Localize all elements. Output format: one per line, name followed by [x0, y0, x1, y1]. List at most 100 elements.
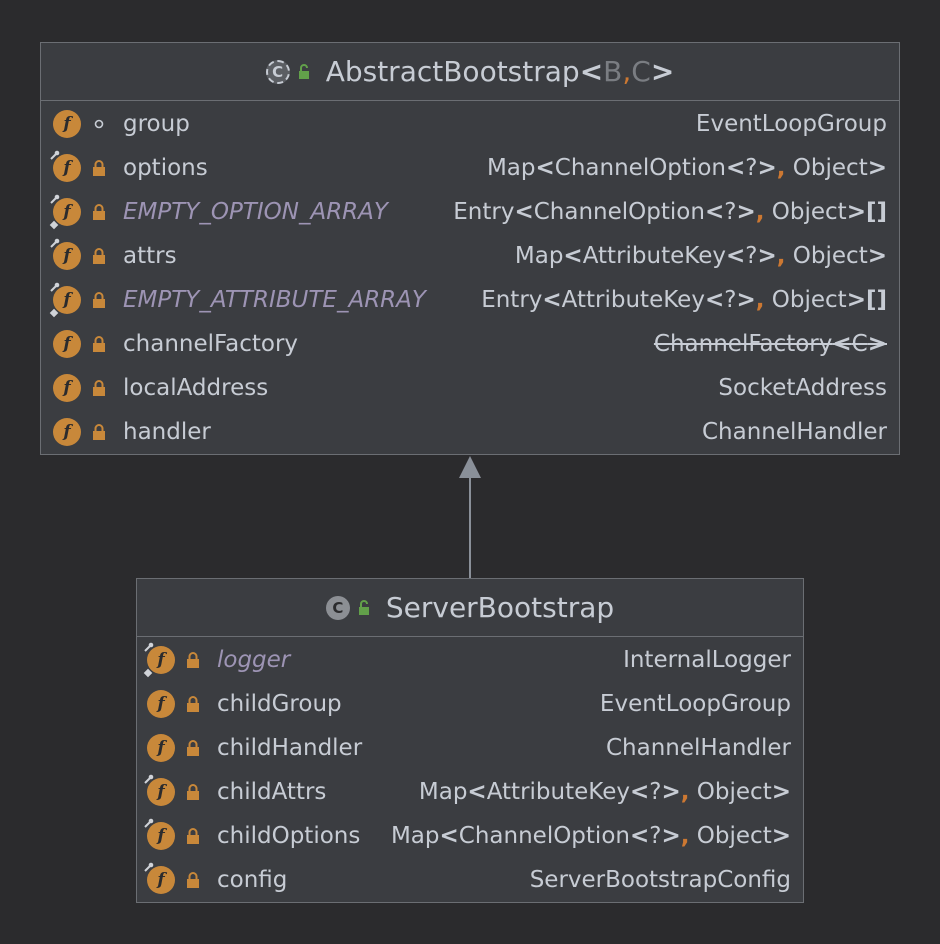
field-row[interactable]: f EMPTY_OPTION_ARRAY Entry<ChannelOption<?… [41, 190, 899, 234]
private-lock-icon [187, 696, 199, 712]
final-pin-icon [144, 642, 154, 652]
private-lock-icon-wrap [89, 290, 109, 310]
server-bootstrap-fields: f logger InternalLogger f childGroup EventLoo… [137, 638, 803, 902]
field-name: childAttrs [217, 779, 327, 805]
private-lock-icon-wrap [183, 782, 203, 802]
public-unlock-icon [358, 599, 369, 615]
field-icon: f [147, 734, 175, 762]
final-pin-icon [144, 818, 154, 828]
field-icon: f [144, 862, 175, 894]
field-row[interactable]: f attrs Map<AttributeKey<?>, Object> [41, 234, 899, 278]
field-icon: f [143, 642, 175, 678]
field-type: ChannelHandler [702, 419, 887, 445]
field-type: InternalLogger [623, 647, 791, 673]
field-icon: f [53, 374, 81, 402]
final-pin-icon [50, 194, 60, 204]
final-pin-icon [144, 774, 154, 784]
field-type: Map<AttributeKey<?>, Object> [418, 779, 791, 805]
field-type: ChannelFactory<C> [653, 331, 887, 357]
field-row[interactable]: f childOptions Map<ChannelOption<?>, Objec… [137, 814, 803, 858]
field-name: group [123, 111, 190, 137]
field-row[interactable]: f channelFactory ChannelFactory<C> [41, 322, 899, 366]
private-lock-icon [93, 380, 105, 396]
field-type: Entry<AttributeKey<?>, Object>[] [481, 287, 887, 313]
private-lock-icon [187, 652, 199, 668]
server-bootstrap-header: C ServerBootstrap [137, 579, 803, 637]
private-lock-icon-wrap [183, 738, 203, 758]
field-icon: f [144, 818, 175, 850]
private-lock-icon [93, 292, 105, 308]
field-row[interactable]: f childGroup EventLoopGroup [137, 682, 803, 726]
field-type: SocketAddress [718, 375, 887, 401]
abstract-class-header: C AbstractBootstrap<B, C> [41, 43, 899, 101]
final-pin-icon [50, 238, 60, 248]
field-type: EventLoopGroup [695, 111, 887, 137]
field-name: config [217, 867, 288, 893]
public-unlock-icon [298, 63, 309, 79]
field-type: Map<AttributeKey<?>, Object> [514, 243, 887, 269]
private-lock-icon-wrap [183, 650, 203, 670]
private-lock-icon-wrap [183, 870, 203, 890]
private-lock-icon-wrap [89, 422, 109, 442]
server-bootstrap-class-name: ServerBootstrap [385, 591, 615, 624]
field-icon: f [147, 690, 175, 718]
field-row[interactable]: f config ServerBootstrapConfig [137, 858, 803, 902]
field-type: EventLoopGroup [599, 691, 791, 717]
private-lock-icon-wrap [89, 158, 109, 178]
field-row[interactable]: f childHandler ChannelHandler [137, 726, 803, 770]
package-private-icon [94, 119, 104, 129]
static-diamond-icon [49, 308, 59, 318]
abstract-class-box[interactable]: C AbstractBootstrap<B, C> f group EventLoo… [40, 42, 900, 455]
field-type: Entry<ChannelOption<?>, Object>[] [453, 199, 887, 225]
type-param-c: C [631, 55, 651, 88]
private-lock-icon [187, 872, 199, 888]
field-name: handler [123, 419, 211, 445]
field-name: childHandler [217, 735, 363, 761]
private-lock-icon [93, 204, 105, 220]
field-icon: f [49, 194, 81, 230]
private-lock-icon-wrap [183, 694, 203, 714]
private-lock-icon [187, 828, 199, 844]
private-lock-icon [187, 740, 199, 756]
field-name: localAddress [123, 375, 269, 401]
field-name: childOptions [217, 823, 361, 849]
private-lock-icon-wrap [89, 334, 109, 354]
field-name: channelFactory [123, 331, 299, 357]
field-name: childGroup [217, 691, 342, 717]
field-name: EMPTY_OPTION_ARRAY [123, 199, 388, 225]
field-icon: f [49, 282, 81, 318]
class-icon: C [325, 595, 350, 620]
private-lock-icon [93, 248, 105, 264]
package-private-icon-wrap [89, 114, 109, 134]
field-icon: f [53, 418, 81, 446]
private-lock-icon [187, 784, 199, 800]
field-type: Map<ChannelOption<?>, Object> [486, 155, 887, 181]
private-lock-icon-wrap [89, 378, 109, 398]
field-type: Map<ChannelOption<?>, Object> [390, 823, 791, 849]
field-type: ServerBootstrapConfig [529, 867, 791, 893]
final-pin-icon [144, 862, 154, 872]
field-row[interactable]: f handler ChannelHandler [41, 410, 899, 454]
static-diamond-icon [143, 668, 153, 678]
field-type: ChannelHandler [606, 735, 791, 761]
type-param-b: B [603, 55, 623, 88]
private-lock-icon [93, 336, 105, 352]
field-name: EMPTY_ATTRIBUTE_ARRAY [123, 287, 426, 313]
field-icon: f [53, 330, 81, 358]
field-name: options [123, 155, 208, 181]
private-lock-icon [93, 160, 105, 176]
field-name: attrs [123, 243, 177, 269]
private-lock-icon-wrap [89, 202, 109, 222]
field-row[interactable]: f localAddress SocketAddress [41, 366, 899, 410]
field-name: logger [217, 647, 291, 673]
field-row[interactable]: f EMPTY_ATTRIBUTE_ARRAY Entry<AttributeKey… [41, 278, 899, 322]
static-diamond-icon [49, 220, 59, 230]
field-icon: f [50, 238, 81, 270]
field-row[interactable]: f logger InternalLogger [137, 638, 803, 682]
final-pin-icon [50, 150, 60, 160]
